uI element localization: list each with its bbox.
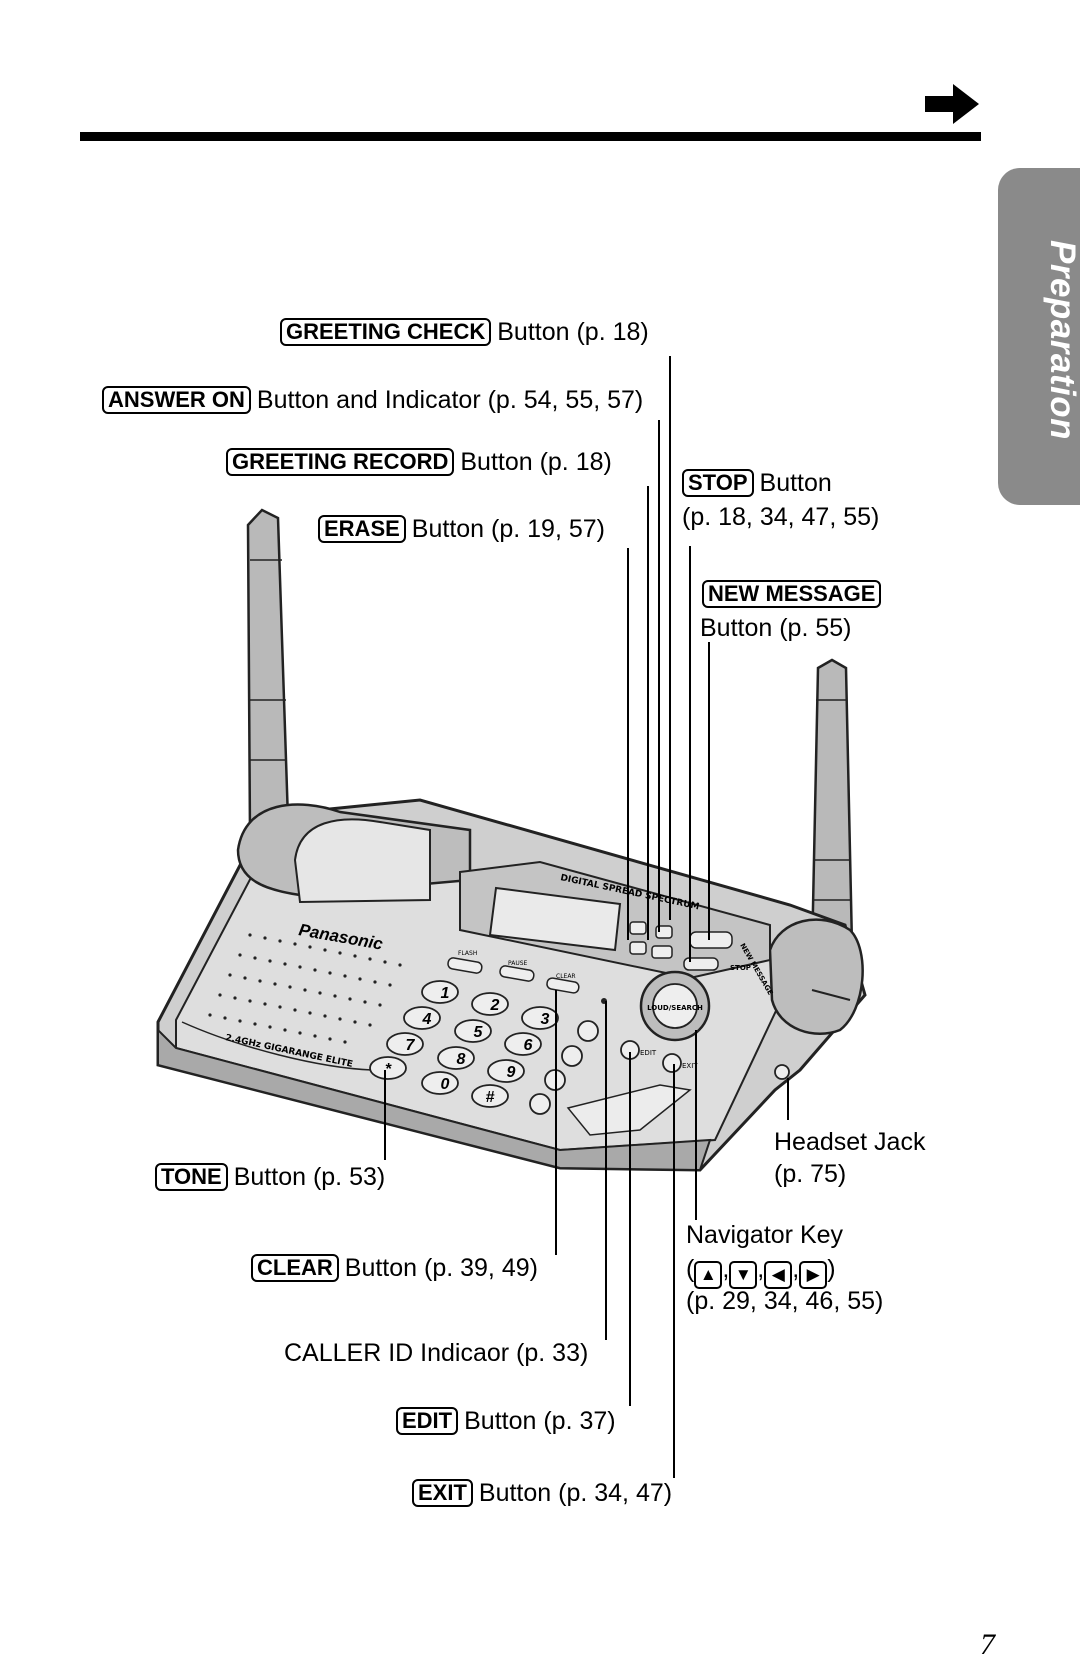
- right-arrow-icon: ▶: [799, 1261, 828, 1289]
- phone-flash-label: FLASH: [458, 950, 477, 957]
- speaker-grille: [208, 933, 402, 1044]
- key-star: *: [385, 1061, 392, 1078]
- continue-arrow-icon: [925, 84, 979, 124]
- callout-navigator: Navigator Key: [686, 1221, 844, 1249]
- answer-on-key: ANSWER ON: [102, 386, 251, 414]
- stop-pages: (p. 18, 34, 47, 55): [682, 503, 880, 531]
- key-3: 3: [541, 1011, 550, 1028]
- section-tab: [998, 168, 1080, 505]
- headset-pages: (p. 75): [774, 1160, 847, 1188]
- tone-key: TONE: [155, 1163, 228, 1191]
- greeting-check-key: GREETING CHECK: [280, 318, 492, 346]
- greeting-record-key: GREETING RECORD: [226, 448, 455, 476]
- stop-text: Button: [759, 469, 832, 497]
- phone-stop-label: STOP: [730, 964, 751, 972]
- stop-key: STOP: [682, 469, 754, 497]
- clear-key: CLEAR: [251, 1254, 339, 1282]
- edit-key: EDIT: [396, 1407, 459, 1435]
- phone-edit-label: EDIT: [640, 1049, 657, 1057]
- new-message-text: Button (p. 55): [700, 614, 852, 642]
- navigator-pages: (p. 29, 34, 46, 55): [686, 1287, 884, 1315]
- section-tab-label: Preparation: [1043, 240, 1080, 440]
- left-arrow-icon: ◀: [764, 1261, 793, 1289]
- key-5: 5: [474, 1024, 484, 1041]
- new-message-key: NEW MESSAGE: [702, 580, 882, 608]
- exit-key: EXIT: [412, 1479, 473, 1507]
- key-8: 8: [457, 1051, 466, 1068]
- header-rule: [80, 132, 981, 141]
- phone-pause-label: PAUSE: [508, 960, 528, 967]
- key-pound: #: [486, 1089, 495, 1106]
- key-9: 9: [507, 1064, 516, 1081]
- key-4: 4: [422, 1011, 432, 1028]
- answer-on-text: Button and Indicator (p. 54, 55, 57): [256, 386, 644, 414]
- callout-new-message: NEW MESSAGE: [702, 579, 887, 609]
- edit-text: Button (p. 37): [464, 1407, 616, 1435]
- greeting-record-text: Button (p. 18): [460, 448, 612, 476]
- callout-headset: Headset Jack: [774, 1128, 926, 1156]
- key-1: 1: [441, 985, 450, 1002]
- key-6: 6: [524, 1037, 533, 1054]
- exit-text: Button (p. 34, 47): [478, 1479, 673, 1507]
- callout-caller-id: CALLER ID Indicaor (p. 33): [284, 1339, 589, 1367]
- up-arrow-icon: ▲: [694, 1261, 723, 1289]
- phone-loud-label: LOUD/SEARCH: [647, 1004, 703, 1012]
- key-2: 2: [490, 997, 500, 1014]
- page-number: 7: [980, 1628, 995, 1661]
- tone-text: Button (p. 53): [233, 1163, 386, 1191]
- phone-exit-label: EXIT: [682, 1062, 698, 1070]
- key-7: 7: [406, 1037, 416, 1054]
- phone-clear-label: CLEAR: [556, 973, 576, 980]
- erase-key: ERASE: [318, 515, 406, 543]
- down-arrow-icon: ▼: [729, 1261, 758, 1289]
- greeting-check-text: Button (p. 18): [497, 318, 649, 346]
- erase-text: Button (p. 19, 57): [411, 515, 605, 543]
- clear-text: Button (p. 39, 49): [344, 1254, 538, 1282]
- key-0: 0: [441, 1076, 450, 1093]
- navigator-arrows: (▲,▼,◀,▶): [686, 1254, 836, 1289]
